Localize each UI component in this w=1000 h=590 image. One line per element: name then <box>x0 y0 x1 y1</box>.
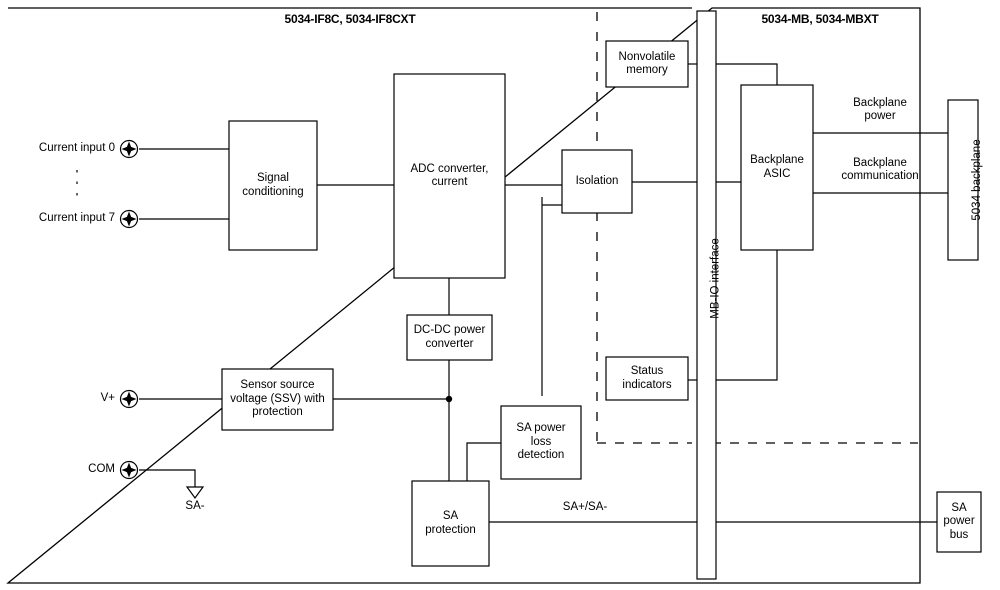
box-signal-conditioning <box>228 120 318 251</box>
label-nonvolatile-memory: Nonvolatile memory <box>618 50 676 77</box>
label-dcdc-converter: DC-DC power converter <box>413 324 486 350</box>
wire-sa-protection-to-power-loss <box>466 442 501 490</box>
label-ssv-protection: Sensor source voltage (SSV) with protect… <box>230 379 325 419</box>
wire-mbio-to-asic-bottom <box>716 250 778 381</box>
label-mbio-interface: MB-IO interface <box>709 238 722 319</box>
box-5034-backplane <box>947 99 979 261</box>
label-current-input-0: Current input 0 <box>38 142 115 154</box>
box-nonvolatile-memory <box>605 40 689 88</box>
label-5034-backplane: 5034 backplane <box>971 139 984 221</box>
box-sa-power-loss <box>500 405 582 480</box>
terminal-symbol-com <box>119 460 139 480</box>
box-sa-protection <box>411 480 490 567</box>
terminal-symbol-v-plus <box>119 389 139 409</box>
label-sa-power-bus: SA power bus <box>943 501 975 541</box>
label-sa-power-loss: SA power loss detection <box>516 422 566 462</box>
label-backplane-asic: Backplane ASIC <box>750 154 804 180</box>
box-isolation <box>561 149 633 214</box>
box-mbio-interface <box>696 10 717 580</box>
label-com: COM <box>88 463 115 475</box>
box-adc-converter <box>393 73 506 279</box>
label-current-input-7: Current input 7 <box>38 212 115 224</box>
box-backplane-asic <box>740 84 814 251</box>
wire-mbio-to-asic-top <box>716 63 778 85</box>
sa-minus-ground-triangle <box>185 486 205 500</box>
label-sa-minus: SA- <box>185 500 205 512</box>
title-if8c: 5034-IF8C, 5034-IF8CXT <box>284 12 416 26</box>
terminal-symbol-current-input-0 <box>119 139 139 159</box>
label-sa-plus-minus: SA+/SA- <box>562 501 608 513</box>
label-isolation: Isolation <box>575 174 619 187</box>
label-adc-converter: ADC converter, current <box>410 162 489 189</box>
label-signal-conditioning: Signal conditioning <box>242 172 304 198</box>
label-backplane-communication: Backplane communication <box>841 156 919 183</box>
terminal-symbol-current-input-7 <box>119 209 139 229</box>
box-ssv-protection <box>221 368 334 431</box>
title-mb: 5034-MB, 5034-MBXT <box>761 12 879 26</box>
box-status-indicators <box>605 356 689 401</box>
label-v-plus: V+ <box>100 392 115 404</box>
wire-com-to-sa-minus <box>139 469 196 487</box>
label-sa-protection: SA protection <box>425 510 476 536</box>
junction-dot-ssv-trunk <box>445 395 453 403</box>
box-sa-power-bus <box>936 491 982 553</box>
label-backplane-power: Backplane power <box>853 96 907 123</box>
box-dcdc-converter <box>406 314 493 361</box>
label-status-indicators: Status indicators <box>622 365 672 391</box>
